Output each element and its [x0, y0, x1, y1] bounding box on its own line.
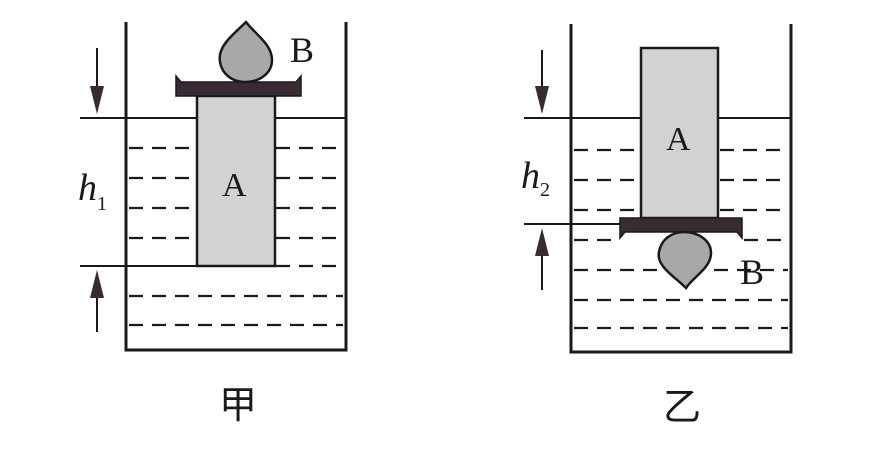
label-a-jia: A — [222, 167, 247, 204]
label-a-yi: A — [666, 121, 691, 158]
block-a-yi — [639, 46, 720, 220]
setup-yi: A B h2 乙 — [521, 24, 793, 429]
setup-jia: B A h1 甲 — [78, 20, 348, 427]
caption-yi: 乙 — [663, 385, 701, 429]
caption-jia: 甲 — [219, 383, 257, 427]
arrow-up-jia — [90, 270, 104, 332]
label-h2-sub: 2 — [540, 179, 550, 201]
container-yi — [569, 24, 793, 354]
object-b-yi — [657, 230, 713, 290]
label-b-jia: B — [290, 30, 314, 70]
plate-yi — [619, 217, 743, 241]
plate-jia — [175, 73, 302, 97]
label-h2-main: h — [521, 155, 540, 197]
label-h2: h2 — [521, 155, 550, 201]
label-h1-sub: 1 — [97, 193, 107, 215]
water-dashes-jia — [129, 146, 343, 327]
label-h1-main: h — [78, 167, 97, 209]
arrow-down-jia — [90, 48, 104, 114]
object-b-jia — [218, 20, 274, 84]
water-dashes-yi — [574, 148, 788, 330]
label-b-yi: B — [740, 252, 764, 292]
arrow-down-yi — [535, 50, 549, 114]
container-jia — [124, 22, 348, 352]
arrow-up-yi — [535, 228, 549, 290]
label-h1: h1 — [78, 167, 107, 215]
